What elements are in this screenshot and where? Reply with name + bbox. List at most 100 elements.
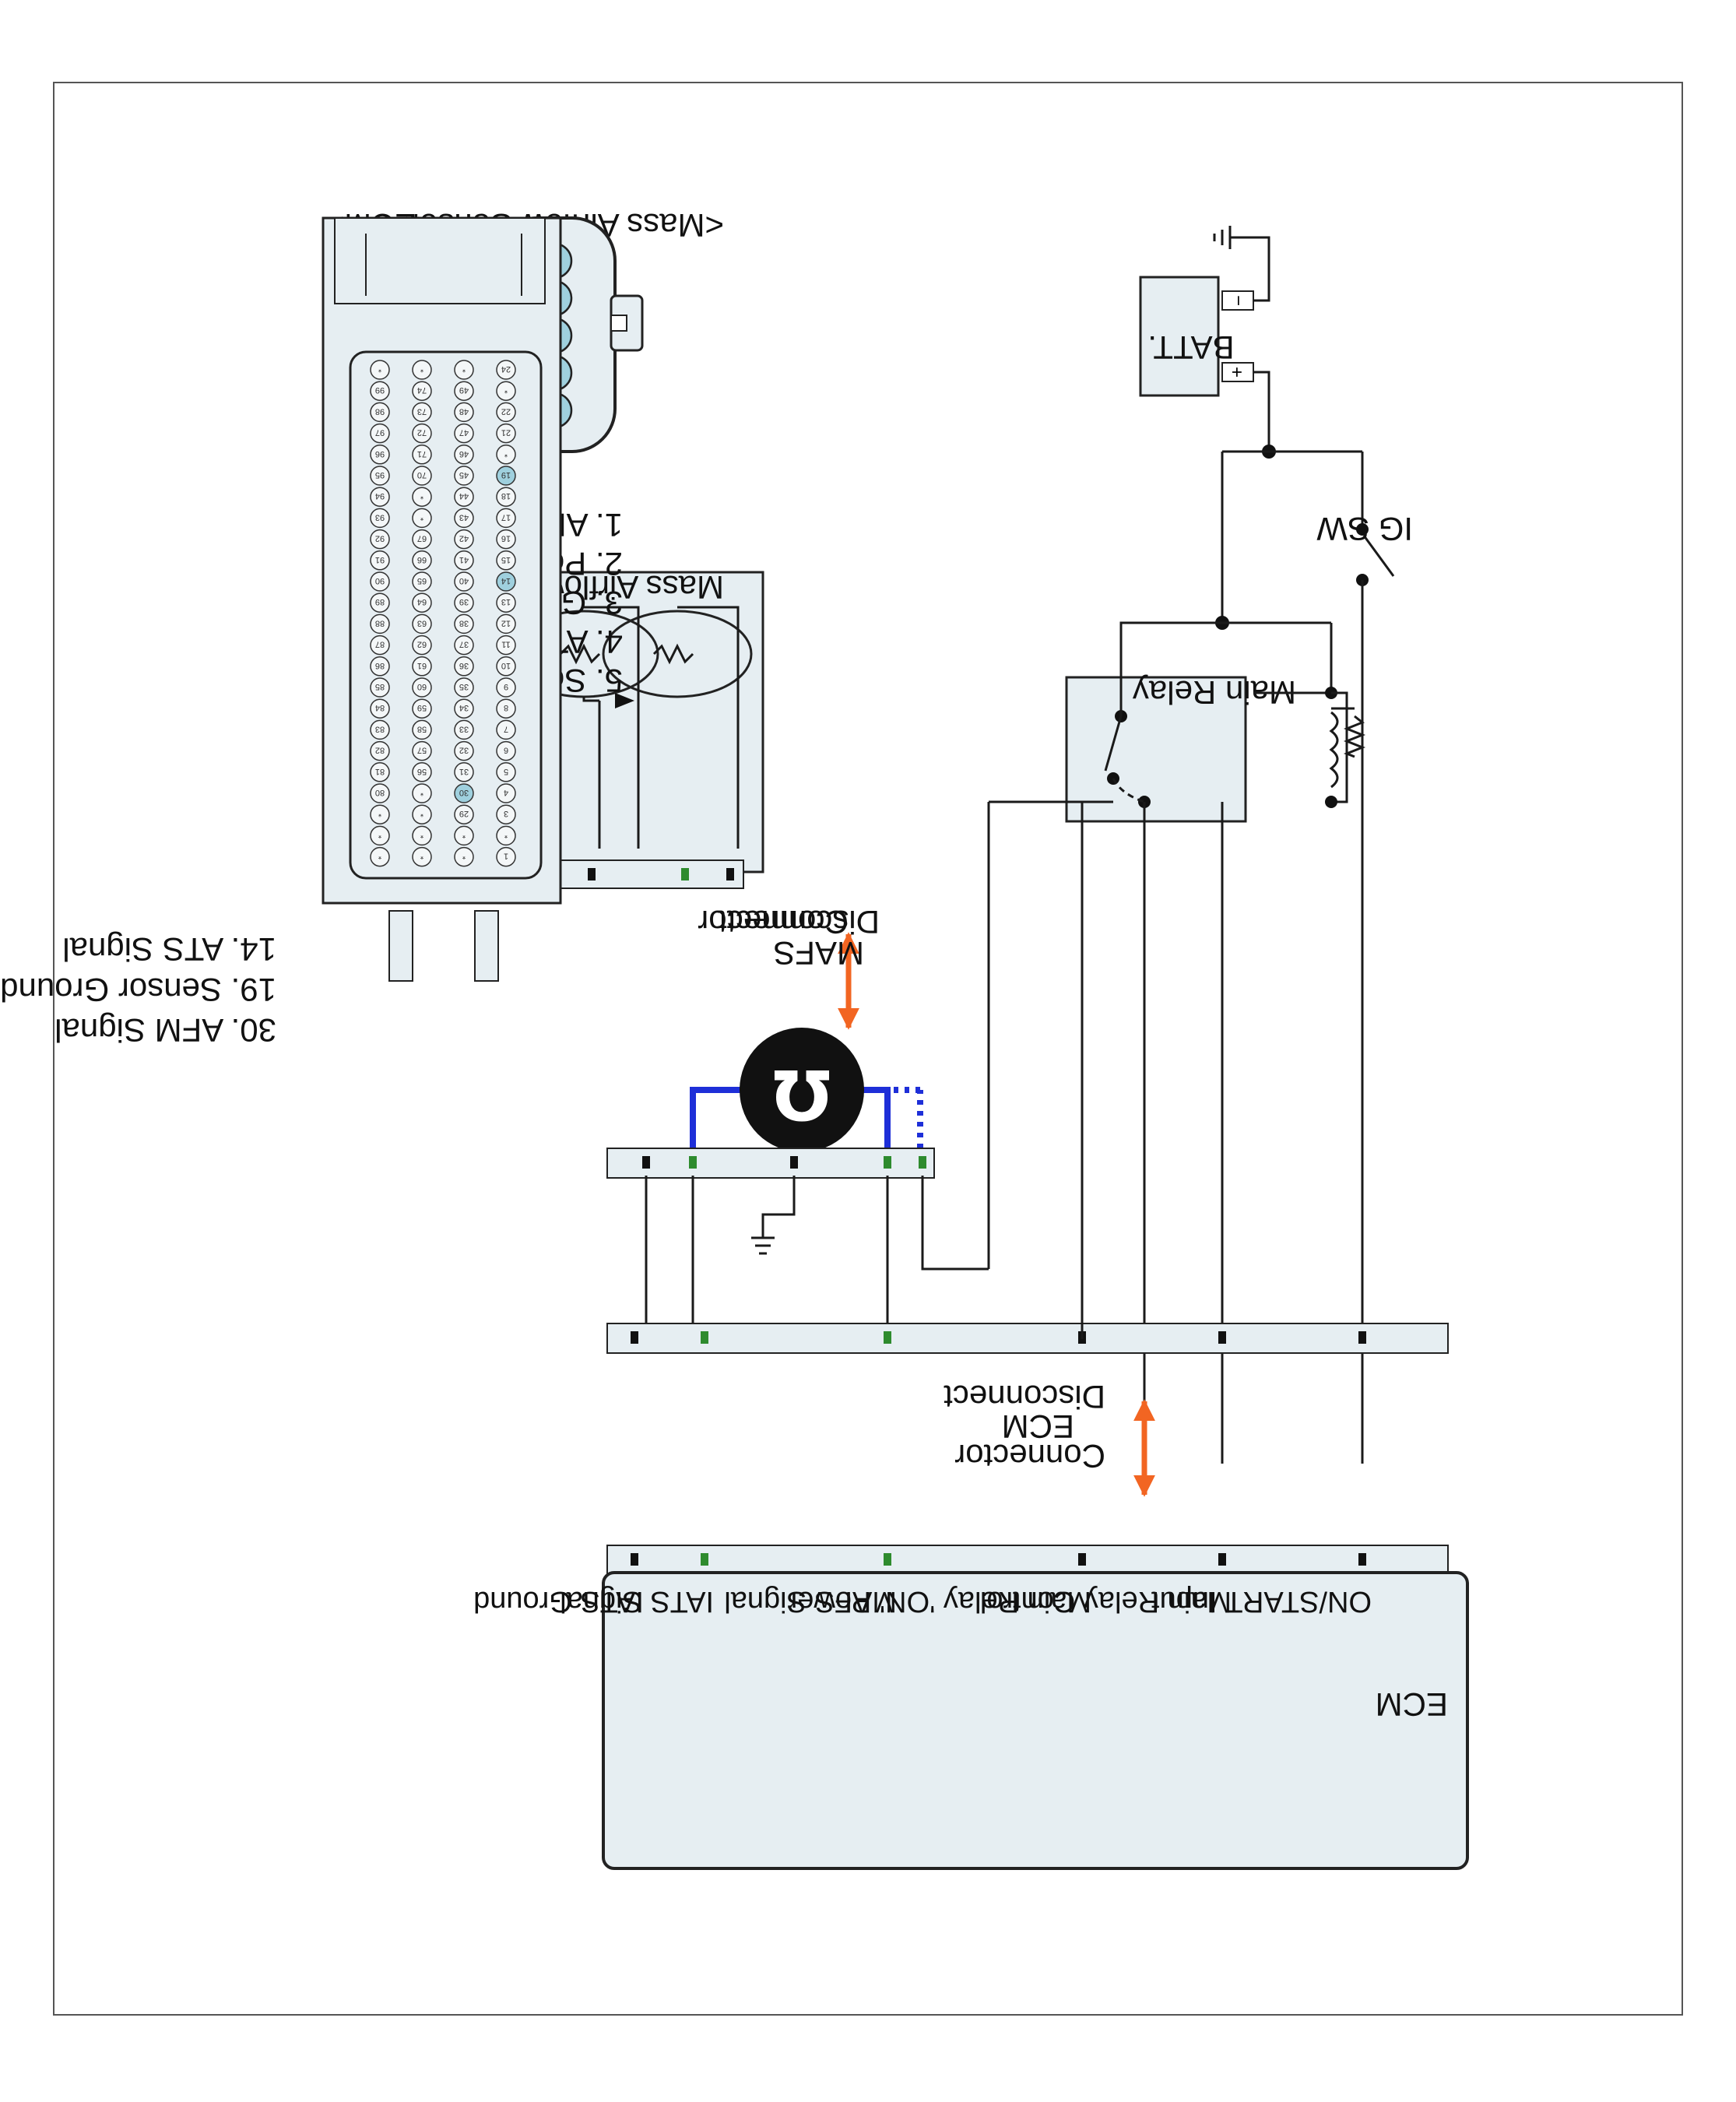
ecm-connector-pin bbox=[454, 677, 474, 698]
ecm-connector-pin bbox=[412, 762, 432, 782]
ecm-connector-pin-number: 19 bbox=[501, 470, 511, 480]
ecm-connector-pin bbox=[412, 508, 432, 529]
ecm-pin-label: MAFS Signal bbox=[724, 1585, 897, 1618]
ecm-connector-legend-item: 30. AFM Signal bbox=[54, 1012, 276, 1049]
ecm-connector-pin bbox=[496, 762, 516, 782]
ecm-connector-legend-item: 19. Sensor Ground bbox=[0, 972, 276, 1008]
ecm-connector-pin-number: 29 bbox=[459, 809, 469, 818]
ecm-connector-pin bbox=[454, 402, 474, 423]
ecm-connector-pin bbox=[412, 825, 432, 846]
ecm-connector-pin bbox=[496, 825, 516, 846]
ecm-connector-pin bbox=[412, 445, 432, 465]
ecm-connector-pin-number: 24 bbox=[501, 364, 511, 374]
ecm-connector-pin bbox=[370, 360, 390, 380]
ecm-connector-pin bbox=[454, 740, 474, 761]
ecm-connector-pin bbox=[412, 719, 432, 740]
ecm-connector-pin-number: 48 bbox=[459, 406, 469, 416]
ecm-connector-pin bbox=[496, 592, 516, 613]
ecm-connector-pin-number: 33 bbox=[459, 724, 469, 733]
ecm-connector-pin bbox=[454, 487, 474, 507]
ecm-connector-pin bbox=[412, 656, 432, 677]
ecm-connector-pin-number: * bbox=[420, 512, 423, 522]
ecm-connector-pin bbox=[370, 402, 390, 423]
ecm-connector-pin-number: 13 bbox=[501, 597, 511, 606]
ecm-connector-pin-number: 10 bbox=[501, 661, 511, 670]
ecm-connector-pin-number: 66 bbox=[417, 555, 427, 564]
ecm-connector-pin-number: 63 bbox=[417, 618, 427, 627]
ecm-connector-pin-number: 22 bbox=[501, 406, 511, 416]
ecm-connector-pin-number: 11 bbox=[501, 640, 510, 649]
ecm-connector-pin-number: 39 bbox=[459, 597, 469, 606]
ecm-connector-pin bbox=[412, 846, 432, 867]
ecm-connector-pin-number: 30 bbox=[459, 788, 469, 797]
ecm-connector-pin-number: 97 bbox=[375, 428, 385, 438]
ecm-connector-pin bbox=[454, 550, 474, 571]
ecm-connector-pin bbox=[454, 698, 474, 719]
ecm-connector-pin-number: 9 bbox=[504, 682, 508, 691]
diagram-frame bbox=[53, 82, 1683, 2016]
ecm-connector-pin-number: * bbox=[378, 830, 381, 839]
ecm-pin-label: IATS Ground bbox=[473, 1585, 644, 1618]
ecm-connector-pin-number: 17 bbox=[501, 512, 511, 522]
ecm-connector-pin bbox=[496, 381, 516, 401]
ecm-connector-pin bbox=[496, 719, 516, 740]
ecm-connector-pin bbox=[496, 783, 516, 803]
ecm-connector-pin bbox=[454, 613, 474, 634]
ecm-connector-pin bbox=[454, 592, 474, 613]
ecm-connector-pin-number: * bbox=[420, 788, 423, 797]
ecm-connector-pin bbox=[454, 762, 474, 782]
ecm-connector-pin-number: 32 bbox=[459, 746, 469, 755]
ecm-connector-pin-number: * bbox=[462, 364, 466, 374]
ecm-connector-pin bbox=[370, 656, 390, 677]
ecm-connector-pin-number: 59 bbox=[417, 703, 427, 712]
ecm-connector-pin bbox=[370, 592, 390, 613]
ecm-connector-pin-number: * bbox=[378, 364, 381, 374]
ecm-connector-pin bbox=[412, 783, 432, 803]
ecm-connector-pin bbox=[454, 656, 474, 677]
ecm-connector-pin bbox=[496, 656, 516, 677]
ecm-connector-pin-number: 96 bbox=[375, 449, 385, 459]
ecm-connector-pin-number: * bbox=[504, 385, 508, 395]
battery-label: BATT. bbox=[1147, 329, 1234, 366]
ecm-connector-pin bbox=[412, 487, 432, 507]
ecm-connector-pin-number: 72 bbox=[417, 428, 427, 438]
ecm-connector-pin bbox=[370, 719, 390, 740]
ecm-connector-pin bbox=[412, 677, 432, 698]
ecm-connector-pin bbox=[370, 804, 390, 824]
ecm-connector-pin-number: * bbox=[504, 449, 508, 459]
ecm-connector-pin bbox=[496, 846, 516, 867]
ecm-connector-pin bbox=[496, 571, 516, 592]
ecm-connector-pin-number: 99 bbox=[375, 385, 385, 395]
ecm-connector-pin bbox=[370, 487, 390, 507]
ecm-connector-pin-number: 84 bbox=[375, 703, 385, 712]
battery-plus-icon: + bbox=[1226, 367, 1247, 378]
ecm-connector-pin-number: 42 bbox=[459, 534, 469, 543]
ecm-pin-label: IATS Signal bbox=[560, 1585, 714, 1618]
ecm-connector-pin-number: 89 bbox=[375, 597, 385, 606]
ecm-connector-pin-number: 45 bbox=[459, 470, 469, 480]
ecm-connector-pin bbox=[454, 634, 474, 656]
ecm-pin-label: Main Relay 'ON' Power bbox=[787, 1585, 1091, 1618]
ecm-connector-pin-number: * bbox=[420, 809, 423, 818]
ecm-connector-pin bbox=[412, 381, 432, 401]
ecm-connector-pin bbox=[454, 445, 474, 465]
ecm-pin-label: Main Relay Control bbox=[980, 1585, 1232, 1618]
ecm-connector-pin-number: 16 bbox=[501, 534, 511, 543]
ecm-connector-pin bbox=[454, 508, 474, 529]
ohmmeter-symbol: Ω bbox=[773, 1054, 831, 1134]
battery-positive-wire bbox=[1221, 371, 1364, 623]
ecm-connector-pin-number: 49 bbox=[459, 385, 469, 395]
ecm-connector-pin-number: 60 bbox=[417, 682, 427, 691]
ecm-connector-pin bbox=[496, 508, 516, 529]
ecm-connector-pin bbox=[496, 423, 516, 444]
ecm-connector-pin-number: 65 bbox=[417, 576, 427, 585]
ecm-connector-pin-number: 88 bbox=[375, 618, 385, 627]
ecm-connector-pin bbox=[370, 783, 390, 803]
ecm-connector-pin-number: * bbox=[420, 491, 423, 501]
ecm-connector-pin-number: 3 bbox=[504, 809, 508, 818]
ecm-connector-pin-number: 64 bbox=[417, 597, 427, 606]
ecm-connector-pin-number: 8 bbox=[504, 703, 508, 712]
ecm-connector-pin-number: 38 bbox=[459, 618, 469, 627]
ecm-connector-pin-number: 93 bbox=[375, 512, 385, 522]
